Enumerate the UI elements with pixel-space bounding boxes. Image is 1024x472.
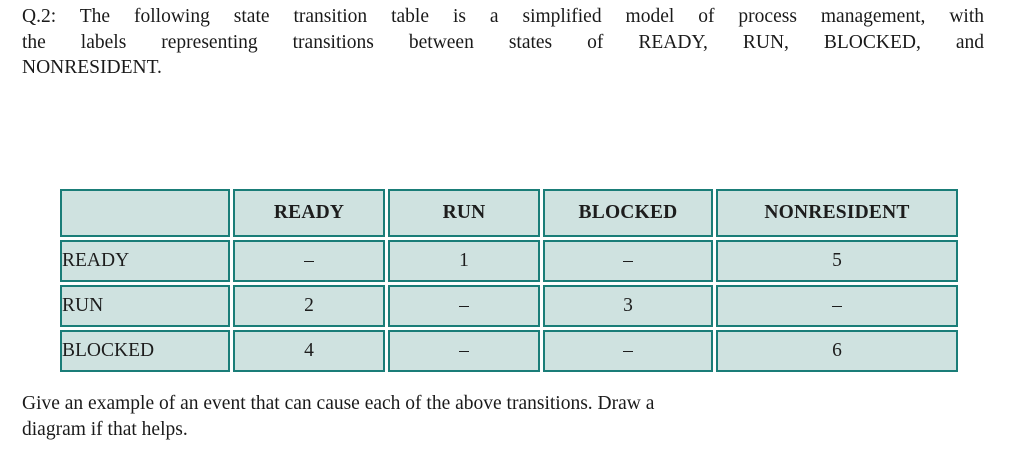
cell-blocked-ready: 4: [233, 330, 385, 372]
cell-ready-blocked: –: [543, 240, 713, 282]
cell-blocked-blocked: –: [543, 330, 713, 372]
state-transition-table-container: READY RUN BLOCKED NONRESIDENT READY – 1 …: [57, 186, 961, 375]
table-corner-cell: [60, 189, 230, 237]
table-header: READY RUN BLOCKED NONRESIDENT: [60, 189, 958, 237]
cell-run-run: –: [388, 285, 540, 327]
question-prompt: Q.2: The following state transition tabl…: [22, 4, 984, 81]
column-header-nonresident: NONRESIDENT: [716, 189, 958, 237]
cell-run-nonresident: –: [716, 285, 958, 327]
question-text-1: The following state transition table is …: [79, 6, 984, 27]
question-line-3: NONRESIDENT.: [22, 57, 162, 78]
table-row: BLOCKED 4 – – 6: [60, 330, 958, 372]
question-line-1: Q.2: The following state transition tabl…: [22, 4, 984, 30]
question-line-2: the labels representing transitions betw…: [22, 31, 984, 53]
table-body: READY – 1 – 5 RUN 2 – 3 – BLOCKED 4 – – …: [60, 240, 958, 372]
cell-blocked-nonresident: 6: [716, 330, 958, 372]
followup-instruction: Give an example of an event that can cau…: [22, 391, 722, 442]
column-header-run: RUN: [388, 189, 540, 237]
followup-line-1: Give an example of an event that can cau…: [22, 393, 655, 414]
row-header-blocked: BLOCKED: [60, 330, 230, 372]
table-row: READY – 1 – 5: [60, 240, 958, 282]
cell-ready-nonresident: 5: [716, 240, 958, 282]
state-transition-table: READY RUN BLOCKED NONRESIDENT READY – 1 …: [57, 186, 961, 375]
column-header-ready: READY: [233, 189, 385, 237]
followup-line-2: diagram if that helps.: [22, 418, 188, 440]
table-header-row: READY RUN BLOCKED NONRESIDENT: [60, 189, 958, 237]
row-header-run: RUN: [60, 285, 230, 327]
row-header-ready: READY: [60, 240, 230, 282]
cell-ready-ready: –: [233, 240, 385, 282]
question-number: Q.2:: [22, 6, 57, 27]
cell-run-ready: 2: [233, 285, 385, 327]
cell-blocked-run: –: [388, 330, 540, 372]
cell-ready-run: 1: [388, 240, 540, 282]
cell-run-blocked: 3: [543, 285, 713, 327]
column-header-blocked: BLOCKED: [543, 189, 713, 237]
table-row: RUN 2 – 3 –: [60, 285, 958, 327]
